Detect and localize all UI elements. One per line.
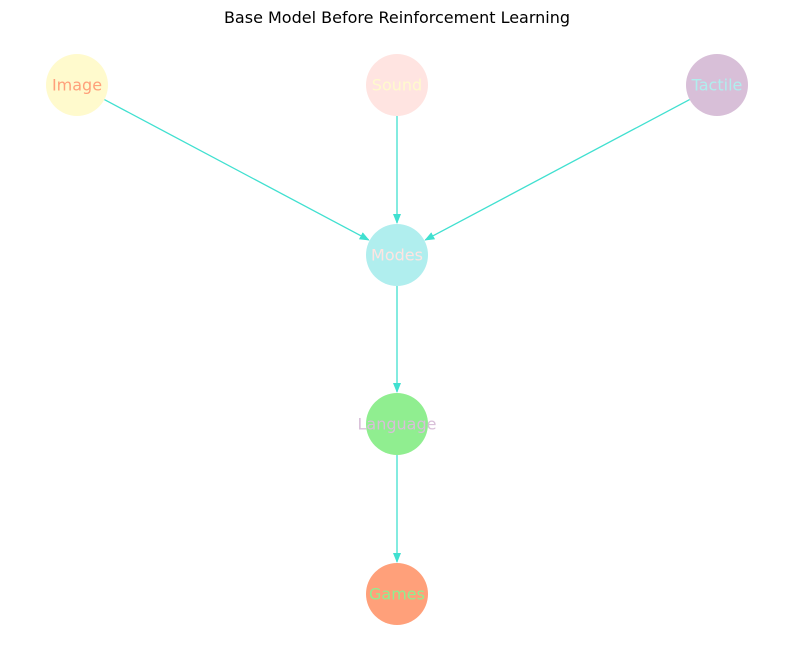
node-circle-sound — [366, 54, 428, 116]
node-label-image: Image — [52, 76, 102, 95]
node-label-tactile: Tactile — [691, 76, 743, 95]
edges-layer — [104, 98, 690, 563]
node-circle-games — [366, 563, 428, 625]
node-image: Image — [46, 54, 108, 116]
node-language: Language — [358, 393, 437, 455]
node-circle-image — [46, 54, 108, 116]
node-label-language: Language — [358, 415, 437, 434]
edge-image-to-modes — [104, 98, 370, 241]
node-label-modes: Modes — [371, 246, 423, 265]
diagram-title: Base Model Before Reinforcement Learning — [223, 8, 571, 27]
edge-tactile-to-modes — [424, 98, 690, 241]
node-circle-modes — [366, 224, 428, 286]
node-label-games: Games — [369, 585, 425, 604]
node-modes: Modes — [366, 224, 428, 286]
node-circle-tactile — [686, 54, 748, 116]
node-circle-language — [366, 393, 428, 455]
node-games: Games — [366, 563, 428, 625]
node-sound: Sound — [366, 54, 428, 116]
node-label-sound: Sound — [372, 76, 422, 95]
node-tactile: Tactile — [686, 54, 748, 116]
